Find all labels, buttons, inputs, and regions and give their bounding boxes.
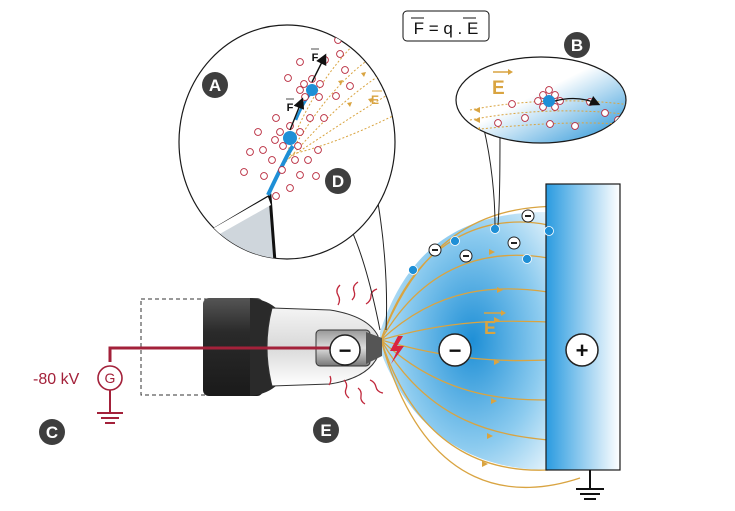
liquid-jet bbox=[266, 144, 295, 196]
svg-text:F: F bbox=[312, 52, 319, 64]
nozzle-tip bbox=[366, 332, 382, 364]
svg-text:D: D bbox=[332, 172, 344, 191]
ionization-arrows bbox=[328, 281, 384, 405]
nozzle-negative-sign: − bbox=[339, 338, 352, 363]
cloud-negative-sign: − bbox=[449, 338, 462, 363]
force-label-upper: F bbox=[311, 48, 319, 64]
svg-text:A: A bbox=[209, 76, 221, 95]
cloud-negative-charge bbox=[438, 333, 472, 367]
high-voltage-cable bbox=[108, 346, 348, 362]
force-arrow-upper bbox=[311, 53, 327, 83]
svg-text:E: E bbox=[492, 78, 505, 99]
svg-text:B: B bbox=[571, 36, 583, 55]
force-label-lower: F bbox=[286, 98, 294, 114]
callout-d-badge: D bbox=[325, 168, 351, 194]
generator-ground bbox=[97, 390, 123, 424]
bubble-a-charges bbox=[240, 36, 372, 200]
svg-text:C: C bbox=[46, 423, 58, 442]
field-label-bubble-b: E bbox=[492, 69, 513, 99]
formula-text: F = q . E bbox=[414, 19, 479, 38]
spark-icon bbox=[390, 336, 404, 364]
callout-b-badge: B bbox=[564, 32, 590, 58]
zoom-bubble-b: E bbox=[455, 56, 627, 144]
callout-c-badge: C bbox=[39, 419, 65, 445]
callout-e-badge: E bbox=[313, 417, 339, 443]
svg-text:E: E bbox=[371, 93, 379, 107]
generator-symbol bbox=[97, 365, 123, 391]
field-line-arrows bbox=[482, 249, 503, 467]
svg-text:E: E bbox=[484, 318, 496, 338]
field-label-cloud: E bbox=[484, 310, 506, 338]
nozzle-negative-charge bbox=[329, 334, 361, 366]
voltage-label: -80 kV bbox=[33, 371, 80, 388]
callout-a-badge: A bbox=[202, 72, 228, 98]
field-label-bubble-a: E bbox=[371, 90, 382, 107]
grounded-workpiece-plate bbox=[545, 183, 621, 471]
generator-label: G bbox=[105, 370, 116, 386]
zoom-bubble-a: F F E bbox=[178, 24, 396, 260]
svg-text:F: F bbox=[287, 102, 294, 114]
plate-positive-sign: + bbox=[576, 338, 589, 363]
plate-positive-charge bbox=[565, 333, 599, 367]
plate-ground bbox=[576, 470, 604, 500]
force-arrow-lower bbox=[289, 97, 305, 131]
svg-text:E: E bbox=[320, 421, 331, 440]
charged-particles bbox=[408, 209, 554, 275]
